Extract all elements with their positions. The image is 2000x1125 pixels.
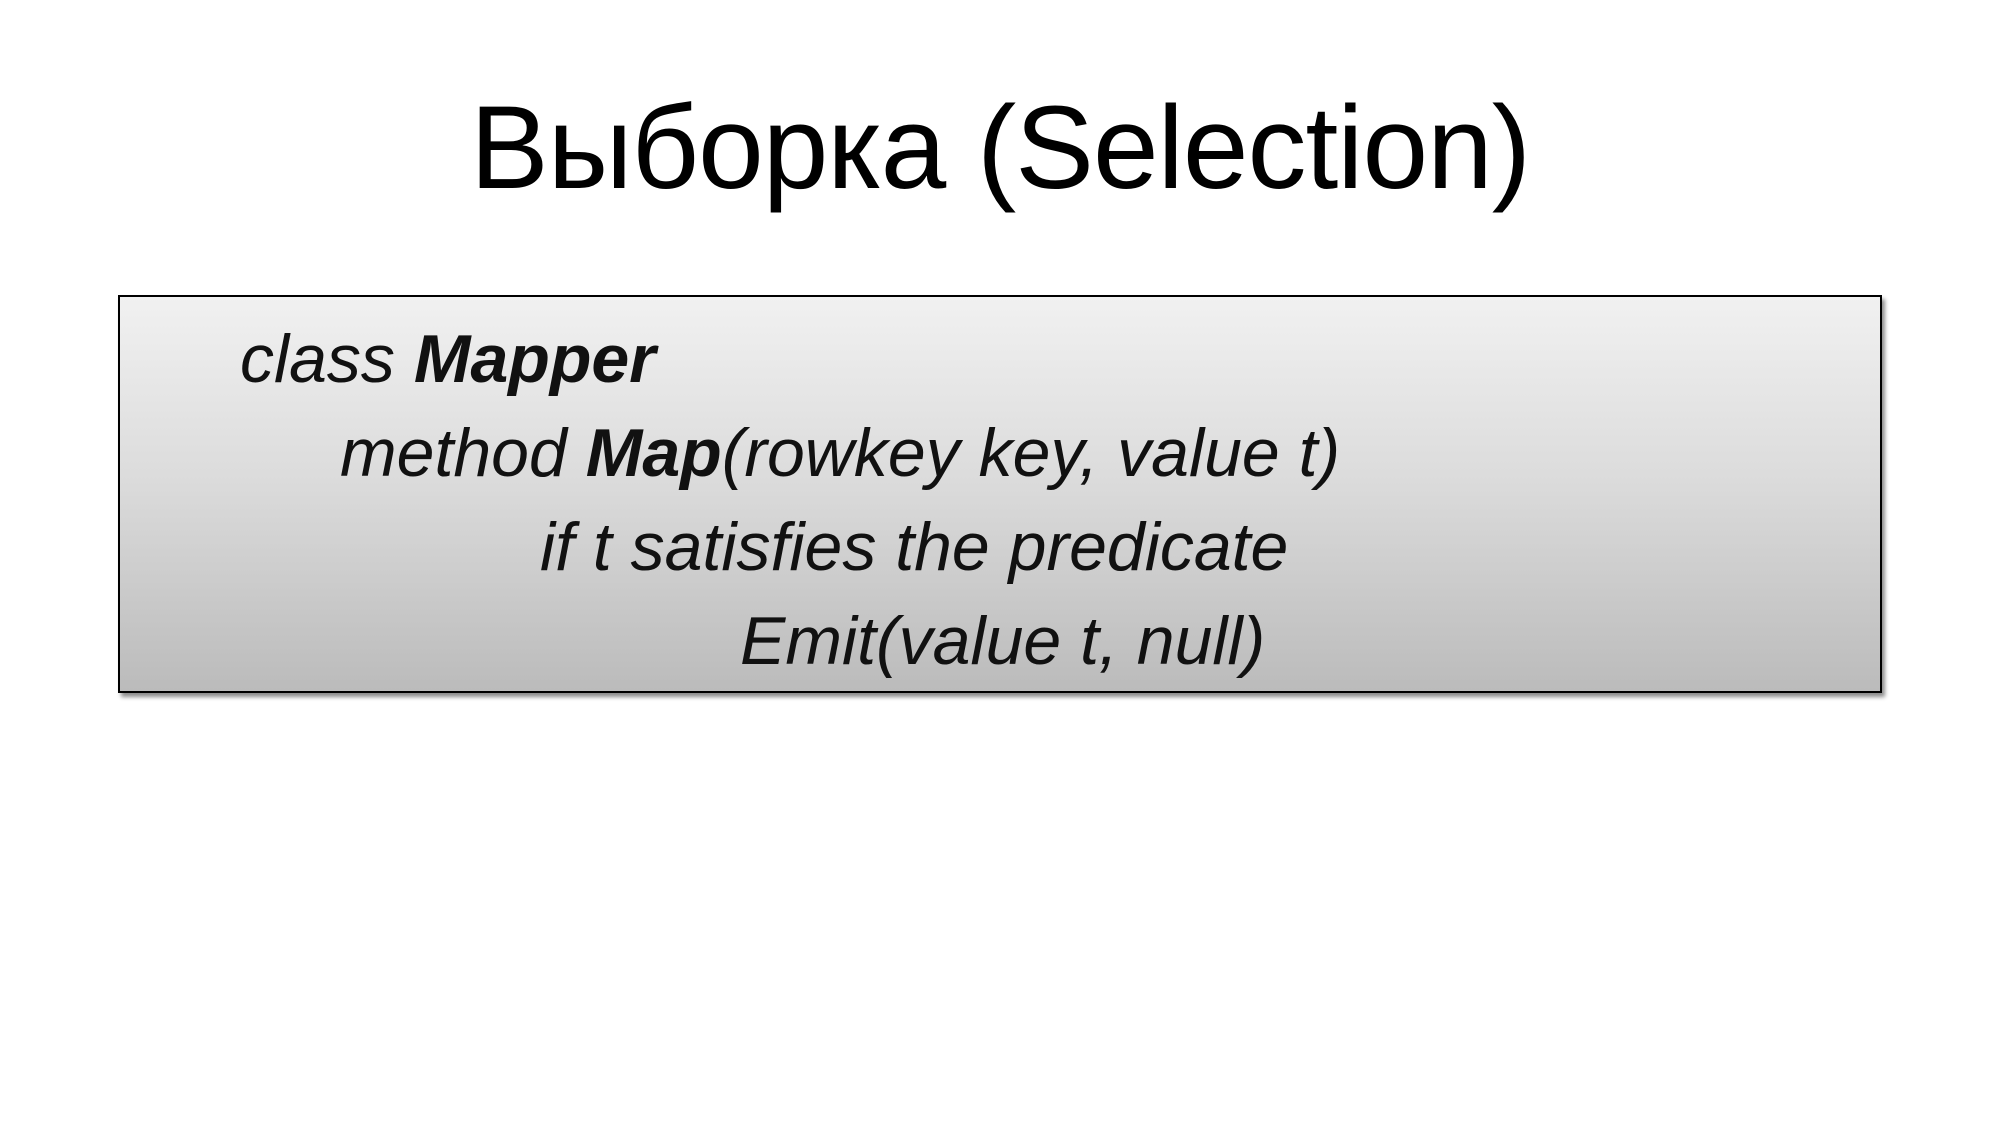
class-name: Mapper — [413, 321, 656, 397]
code-line-emit: Emit(value t, null) — [740, 603, 1266, 679]
code-line-condition: if t satisfies the predicate — [540, 509, 1289, 585]
pseudocode-box: class Mapper method Map(rowkey key, valu… — [118, 295, 1882, 693]
method-params: (rowkey key, value t) — [721, 415, 1341, 491]
method-name: Map — [585, 415, 722, 491]
method-keyword: method — [340, 415, 586, 491]
slide-title: Выборка (Selection) — [470, 82, 1531, 214]
code-line-method: method Map(rowkey key, value t) — [340, 413, 1340, 493]
code-line-class: class Mapper — [240, 319, 656, 399]
class-keyword: class — [240, 321, 414, 397]
